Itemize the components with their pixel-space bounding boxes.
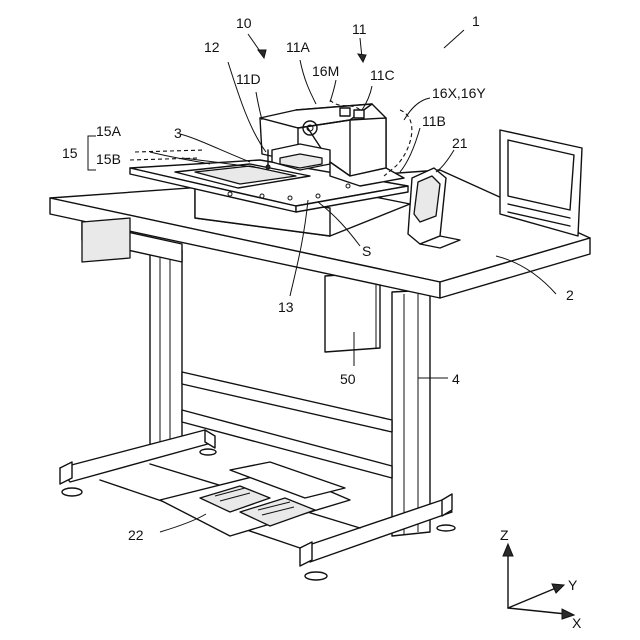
label-drive-xy: 16X,16Y <box>432 85 486 101</box>
label-holding-unit: 15 <box>62 145 78 161</box>
label-sew-area: S <box>362 243 371 259</box>
label-throat-plate: 13 <box>278 299 294 315</box>
labels: 1 10 11 12 11A 16M 11D 11C 16X,16Y 11B 1… <box>62 13 582 631</box>
label-pedal-unit: 22 <box>128 527 144 543</box>
label-controller: 50 <box>340 371 356 387</box>
label-sewing-machine: 10 <box>236 15 252 31</box>
axis-label-x: X <box>572 615 582 631</box>
label-bed-part: 11B <box>422 113 446 129</box>
label-lower-holder: 15B <box>96 151 121 167</box>
label-workpiece: 3 <box>174 125 182 141</box>
label-arm-part: 11A <box>286 39 311 55</box>
label-operation-panel: 21 <box>452 135 468 151</box>
label-system: 1 <box>472 13 480 29</box>
stand <box>60 250 455 580</box>
pedal-unit <box>160 462 350 536</box>
label-head-part: 11D <box>236 71 261 87</box>
label-upper-holder: 15A <box>96 123 122 139</box>
axis-label-z: Z <box>500 527 509 543</box>
axis-triad <box>503 544 574 619</box>
label-column-part: 11C <box>370 67 395 83</box>
axis-label-y: Y <box>568 577 578 593</box>
label-machine-body: 11 <box>352 21 367 37</box>
label-motor: 16M <box>312 63 339 79</box>
label-needle: 12 <box>204 39 220 55</box>
label-stand: 4 <box>452 371 460 387</box>
label-table: 2 <box>566 287 574 303</box>
